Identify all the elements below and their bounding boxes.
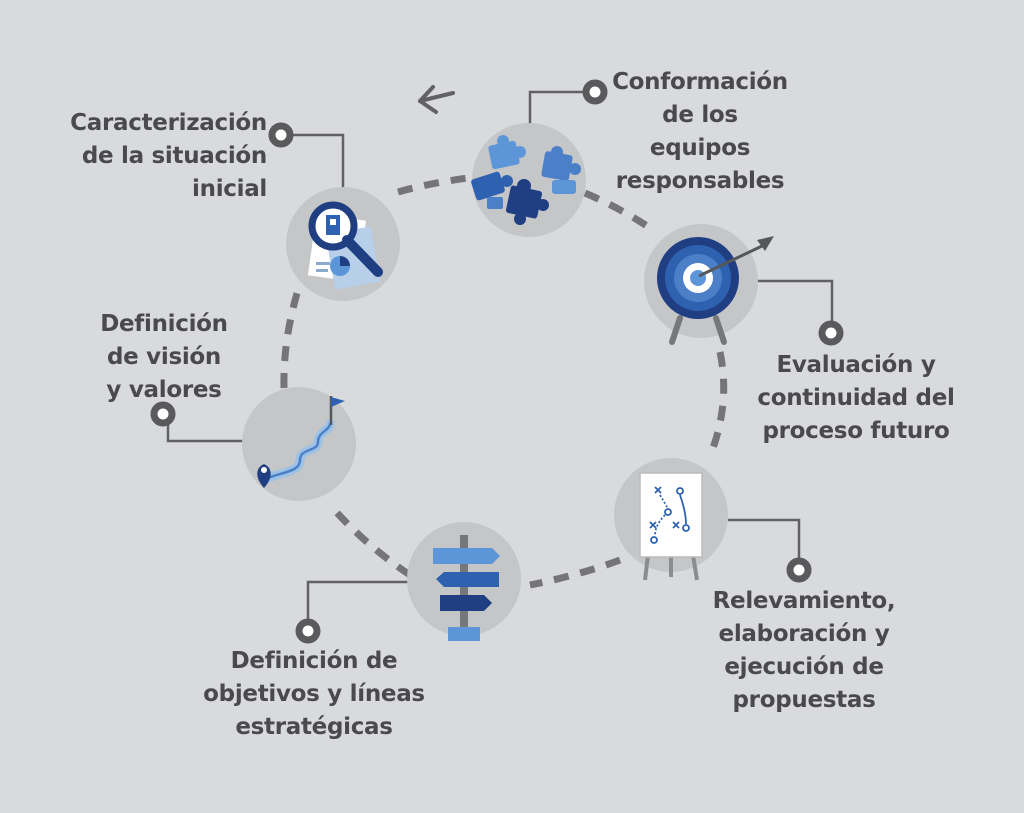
magnifier-document-icon — [307, 201, 383, 290]
connector-dot-step-2 — [582, 79, 608, 105]
step-3-icon-circle — [644, 224, 774, 345]
step-1-label: Caracterización de la situación inicial — [70, 110, 267, 202]
step-2-label: Conformación de los equipos responsables — [612, 69, 788, 194]
connector-line-step-5 — [306, 580, 408, 620]
connector-line-step-3 — [758, 279, 834, 322]
connector-dot-step-5 — [295, 618, 321, 644]
strategy-board-icon — [639, 472, 703, 581]
connector-line-step-6 — [166, 416, 244, 443]
signpost-icon — [433, 535, 500, 641]
connector-line-step-4 — [728, 518, 801, 558]
step-2-icon-circle — [471, 123, 586, 237]
step-4-icon-circle — [614, 458, 728, 581]
connector-dot-step-6 — [150, 401, 176, 427]
cycle-dashed-ring — [280, 174, 728, 589]
step-3-label: Evaluación y continuidad del proceso fut… — [757, 352, 955, 444]
step-1-icon-circle — [286, 187, 400, 301]
step-6-label: Definición de visión y valores — [100, 311, 228, 403]
connector-dot-step-4 — [786, 557, 812, 583]
step-6-icon-circle — [242, 387, 356, 501]
step-5-label: Definición de objetivos y líneas estraté… — [203, 648, 425, 740]
arrow-left-icon — [418, 85, 455, 114]
connector-dot-step-1 — [268, 122, 294, 148]
connector-dot-step-3 — [818, 320, 844, 346]
step-5-icon-circle — [407, 522, 521, 641]
connector-line-step-1 — [292, 133, 345, 188]
path-flag-icon — [257, 396, 345, 488]
puzzle-pieces-icon — [471, 135, 581, 225]
target-arrow-icon — [657, 236, 774, 345]
step-4-label: Relevamiento, elaboración y ejecución de… — [712, 588, 896, 713]
connector-line-step-2 — [528, 90, 583, 125]
